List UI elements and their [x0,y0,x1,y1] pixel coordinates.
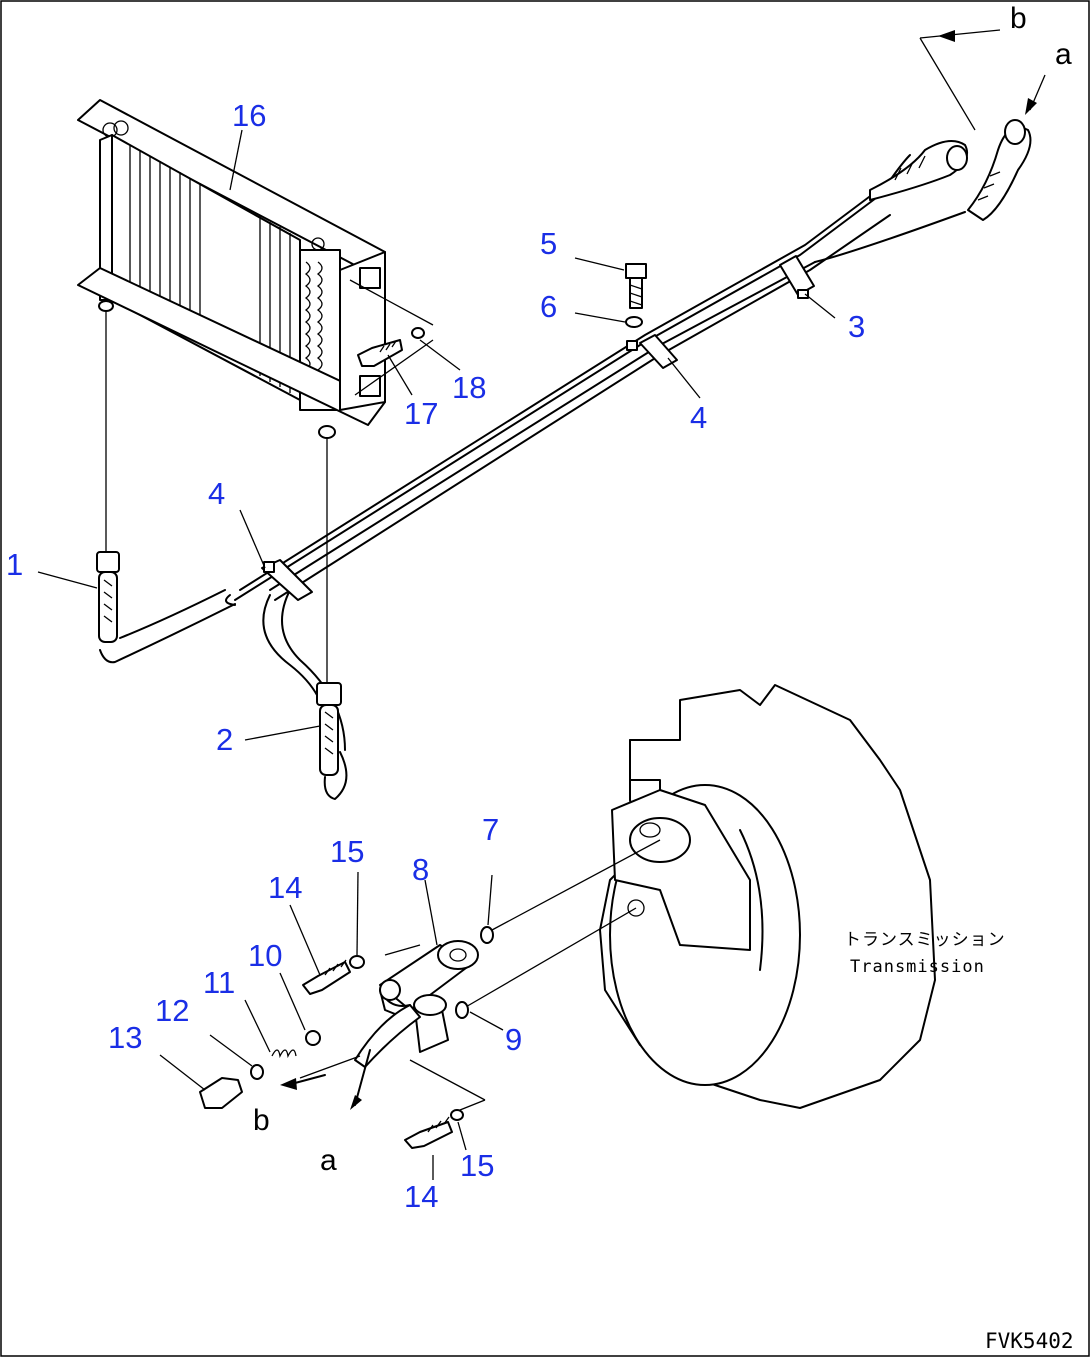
hose-end-a [967,119,1032,221]
callout-15-upper: 15 [330,834,364,869]
plug-13 [199,1077,243,1109]
clamp-3 [779,255,815,299]
drawing-code: FVK5402 [985,1329,1074,1353]
callout-6: 6 [540,289,557,324]
callout-3: 3 [848,309,865,344]
transmission-housing [599,684,936,1109]
clamp-4-middle [626,334,678,369]
leader-7 [491,839,661,931]
oring-9 [455,1001,469,1019]
callout-13: 13 [108,1020,142,1055]
callout-11: 11 [203,965,235,1000]
callout-16: 16 [232,98,266,133]
callout-labels: 16 5 6 3 18 17 4 4 1 2 7 15 8 14 10 11 1… [6,98,865,1214]
callout-2: 2 [216,722,233,757]
callout-17: 17 [404,396,438,431]
letter-a-top: a [1055,38,1072,71]
washer-15-lower [450,1109,464,1121]
arrow-a-top [1025,98,1037,115]
bolt-5 [625,263,647,309]
washer-15-upper [349,955,365,969]
callout-14-upper: 14 [268,870,302,905]
leader-9 [463,907,637,1009]
transmission-label-en: Transmission [850,957,985,977]
callout-15-lower: 15 [460,1148,494,1183]
callout-18: 18 [452,370,486,405]
hose-end-b [869,140,969,201]
bolt-14-upper [302,959,351,995]
callout-8: 8 [412,852,429,887]
arrow-a-lower [350,1095,362,1110]
washer-12 [250,1064,264,1080]
callout-5: 5 [540,226,557,261]
callout-10: 10 [248,938,282,973]
callout-14-lower: 14 [404,1179,438,1214]
valve-block-8 [354,940,479,1068]
arrow-b-top [938,30,955,42]
transmission-label-jp: トランスミッション [844,930,1006,950]
callout-4-middle: 4 [690,400,707,435]
ball-10 [305,1030,321,1046]
letter-b-bottom: b [253,1104,270,1137]
washer-18 [411,327,425,339]
callout-7: 7 [482,812,499,847]
bolt-14-lower [404,1116,453,1149]
cooler-bolt-17 [357,339,403,367]
spring-11 [271,1049,297,1059]
letter-a-bottom: a [320,1144,337,1177]
letter-b-top: b [1010,2,1027,35]
callout-12: 12 [155,993,189,1028]
oil-cooler [77,99,434,439]
hose-fitting-1 [96,551,120,643]
callout-1: 1 [6,547,23,582]
hose-fitting-2 [316,682,342,776]
washer-6 [625,316,643,328]
callout-4-left: 4 [208,476,225,511]
oring-7 [480,926,494,944]
callout-9: 9 [505,1022,522,1057]
arrow-b-lower [280,1078,297,1090]
